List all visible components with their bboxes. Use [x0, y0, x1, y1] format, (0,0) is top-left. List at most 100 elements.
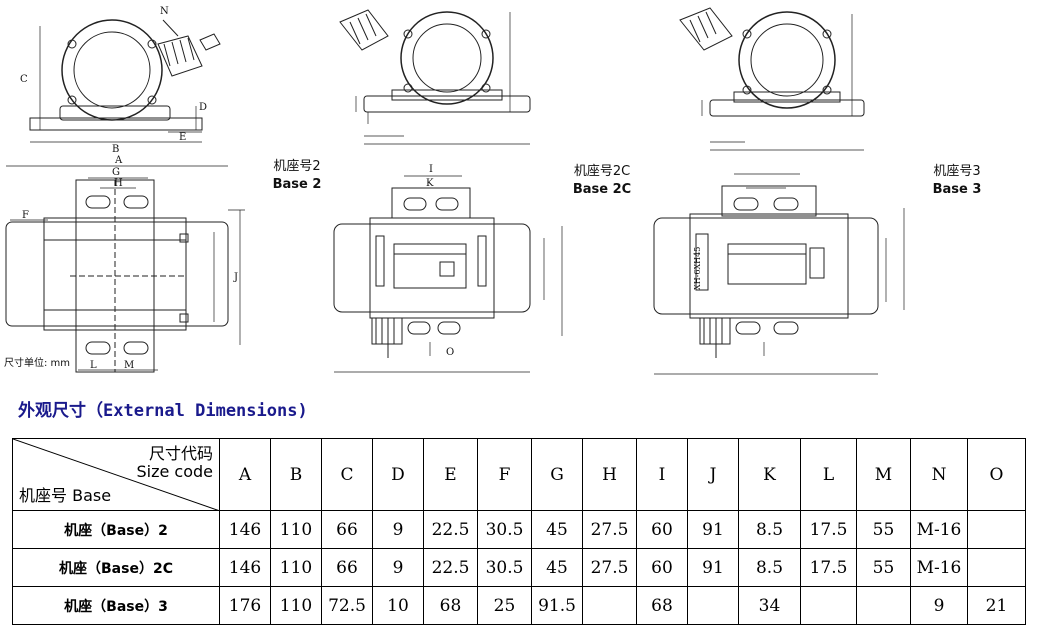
cell-n: 9 — [910, 586, 968, 625]
nameplate-code: XH-6XH45 — [693, 247, 702, 290]
row-base-label: 机座（Base）2C — [12, 548, 220, 587]
cell-m: 55 — [856, 548, 911, 587]
cell-h — [582, 586, 637, 625]
base-2-label-en: Base 2 — [272, 177, 322, 192]
cell-d: 9 — [372, 548, 424, 587]
cell-e: 22.5 — [423, 548, 478, 587]
cell-j — [687, 586, 739, 625]
table-corner-cell: 尺寸代码 Size code 机座号 Base — [12, 438, 220, 511]
base2c-front-view — [339, 9, 531, 145]
base2-front-view — [29, 19, 221, 143]
cell-c: 66 — [321, 510, 373, 549]
cell-b: 110 — [270, 586, 322, 625]
cell-i: 60 — [636, 548, 688, 587]
dim-letter-o: O — [446, 347, 454, 358]
col-header-k: K — [738, 438, 801, 511]
cell-h: 27.5 — [582, 510, 637, 549]
col-header-f: F — [477, 438, 532, 511]
col-header-e: E — [423, 438, 478, 511]
col-header-i: I — [636, 438, 688, 511]
cell-o: 21 — [967, 586, 1026, 625]
cell-h: 27.5 — [582, 548, 637, 587]
cell-n: M-16 — [910, 548, 968, 587]
dim-letter-j: J — [233, 272, 238, 283]
cell-b: 110 — [270, 510, 322, 549]
base2-plan-view — [5, 165, 245, 373]
cell-f: 30.5 — [477, 510, 532, 549]
cell-g: 45 — [531, 548, 583, 587]
dim-letter-h: H — [114, 178, 123, 189]
dim-letter-k: K — [426, 178, 434, 189]
cell-g: 91.5 — [531, 586, 583, 625]
dim-letter-n: N — [160, 6, 169, 17]
dim-letter-a: A — [114, 155, 123, 166]
base-3-label-cn: 机座号3 — [933, 164, 981, 179]
base-2-label-cn: 机座号2 — [273, 159, 321, 174]
col-header-a: A — [219, 438, 271, 511]
dim-letter-m: M — [124, 360, 134, 371]
base-2c-label: 机座号2C Base 2C — [560, 163, 644, 199]
cell-g: 45 — [531, 510, 583, 549]
cell-f: 30.5 — [477, 548, 532, 587]
cell-c: 72.5 — [321, 586, 373, 625]
dim-letter-b: B — [112, 144, 119, 155]
col-header-j: J — [687, 438, 739, 511]
dim-letter-l: L — [90, 360, 97, 371]
base-3-label: 机座号3 Base 3 — [920, 163, 994, 199]
cell-m — [856, 586, 911, 625]
dim-letter-f: F — [22, 210, 29, 221]
technical-drawings: A B C D E F G H I J K L M N O XH-6XH45 尺… — [4, 6, 905, 375]
base3-front-view — [679, 7, 865, 151]
cell-i: 60 — [636, 510, 688, 549]
cell-a: 146 — [219, 510, 271, 549]
cell-f: 25 — [477, 586, 532, 625]
cell-l — [800, 586, 857, 625]
col-header-b: B — [270, 438, 322, 511]
cell-j: 91 — [687, 548, 739, 587]
cell-k: 8.5 — [738, 548, 801, 587]
cell-n: M-16 — [910, 510, 968, 549]
base2c-plan-view — [333, 175, 563, 373]
dimensions-table: 尺寸代码 Size code 机座号 Base A B C D E F G H … — [12, 438, 1026, 625]
cell-d: 10 — [372, 586, 424, 625]
col-header-c: C — [321, 438, 373, 511]
cell-o — [967, 548, 1026, 587]
cell-k: 34 — [738, 586, 801, 625]
cell-e: 22.5 — [423, 510, 478, 549]
section-title: 外观尺寸（External Dimensions) — [18, 401, 308, 421]
col-header-m: M — [856, 438, 911, 511]
cell-l: 17.5 — [800, 548, 857, 587]
cell-l: 17.5 — [800, 510, 857, 549]
table-row: 机座（Base）2C 146 110 66 9 22.5 30.5 45 27.… — [12, 548, 1026, 587]
row-base-label: 机座（Base）2 — [12, 510, 220, 549]
col-header-n: N — [910, 438, 968, 511]
dim-letter-c: C — [20, 74, 28, 85]
col-header-o: O — [967, 438, 1026, 511]
table-row: 机座（Base）3 176 110 72.5 10 68 25 91.5 68 … — [12, 586, 1026, 625]
cell-i: 68 — [636, 586, 688, 625]
base-2-label: 机座号2 Base 2 — [262, 158, 332, 194]
corner-size-code-cn: 尺寸代码 — [148, 444, 213, 463]
base3-plan-view — [653, 173, 905, 375]
cell-a: 146 — [219, 548, 271, 587]
dim-letter-e: E — [179, 132, 186, 143]
cell-e: 68 — [423, 586, 478, 625]
dim-letter-d: D — [199, 102, 207, 113]
corner-diagonal — [13, 439, 218, 510]
base-2c-label-cn: 机座号2C — [573, 164, 631, 179]
cell-c: 66 — [321, 548, 373, 587]
col-header-h: H — [582, 438, 637, 511]
table-row: 机座（Base）2 146 110 66 9 22.5 30.5 45 27.5… — [12, 510, 1026, 549]
cell-b: 110 — [270, 548, 322, 587]
base-2c-label-en: Base 2C — [572, 182, 632, 197]
unit-note: 尺寸单位: mm — [4, 356, 70, 369]
cell-k: 8.5 — [738, 510, 801, 549]
row-base-label: 机座（Base）3 — [12, 586, 220, 625]
table-header-row: 尺寸代码 Size code 机座号 Base A B C D E F G H … — [12, 438, 1026, 511]
cell-d: 9 — [372, 510, 424, 549]
cell-j: 91 — [687, 510, 739, 549]
cell-o — [967, 510, 1026, 549]
dim-letter-i: I — [429, 164, 433, 175]
dim-letter-g: G — [112, 167, 120, 178]
col-header-g: G — [531, 438, 583, 511]
